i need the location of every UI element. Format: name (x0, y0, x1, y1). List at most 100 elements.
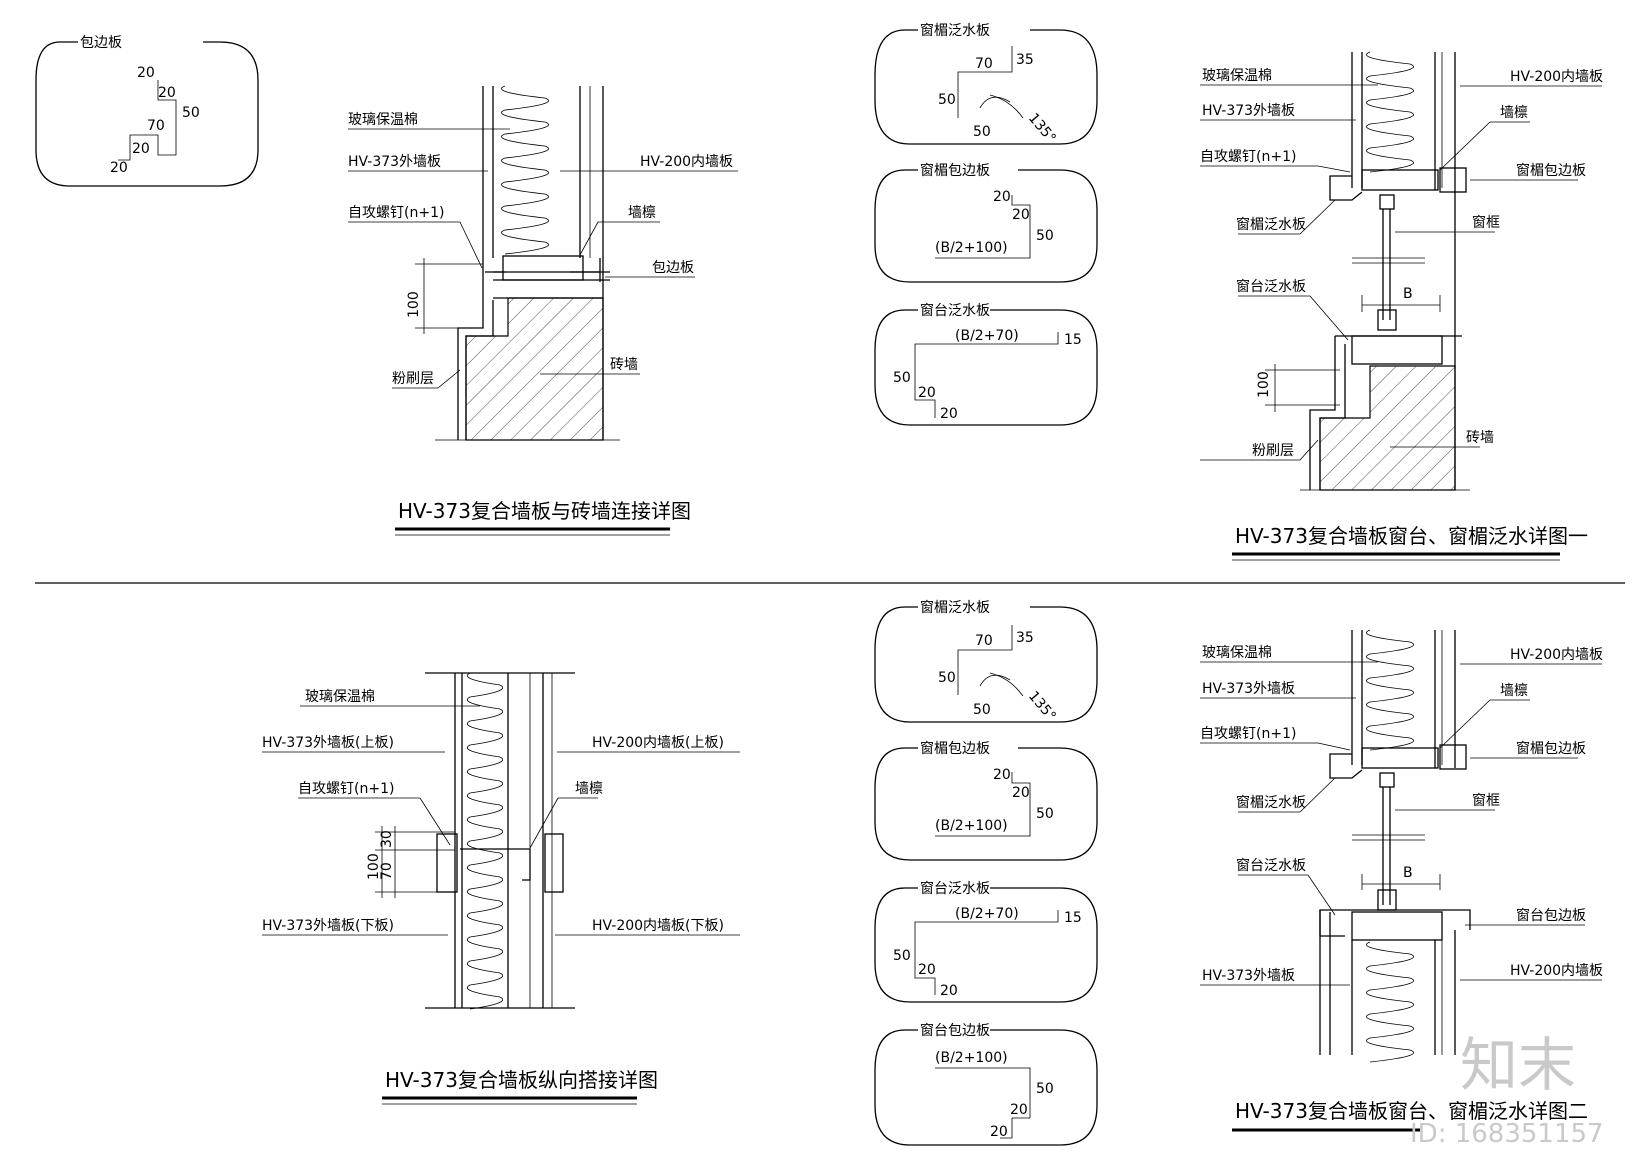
insulation-coil (466, 672, 504, 1010)
edge-trim-profile: 包边板 20 20 50 70 20 20 (35, 35, 259, 187)
d1-inner-panel-label: HV-200内墙板 (640, 154, 733, 170)
svg-text:B: B (1403, 865, 1413, 881)
d1-purlin-label: 墙檩 (628, 204, 656, 221)
svg-text:20: 20 (1010, 1102, 1028, 1118)
svg-text:HV-373外墙板: HV-373外墙板 (1202, 681, 1295, 697)
svg-text:135°: 135° (1025, 110, 1059, 146)
svg-text:35: 35 (1016, 630, 1034, 646)
svg-text:HV-373外墙板: HV-373外墙板 (1202, 968, 1295, 984)
insulation-coil (501, 85, 549, 255)
svg-text:窗台包边板: 窗台包边板 (920, 1022, 990, 1039)
svg-text:20: 20 (990, 1124, 1008, 1140)
svg-text:15: 15 (1064, 332, 1082, 348)
svg-text:20: 20 (993, 189, 1011, 205)
svg-text:20: 20 (132, 141, 150, 157)
svg-text:20: 20 (110, 160, 128, 176)
svg-text:窗楣泛水板: 窗楣泛水板 (1236, 216, 1306, 233)
svg-text:墙檩: 墙檩 (575, 780, 603, 797)
svg-text:窗台泛水板: 窗台泛水板 (1236, 278, 1306, 295)
insulation-coil (1366, 629, 1414, 751)
t2-sill-trim (874, 1029, 1098, 1146)
svg-text:135°: 135° (1025, 688, 1059, 724)
svg-text:20: 20 (1012, 785, 1030, 801)
detail4-drawing (1319, 630, 1471, 1055)
svg-text:(B/2+70): (B/2+70) (955, 906, 1019, 922)
svg-text:20: 20 (158, 85, 176, 101)
svg-text:HV-200内墙板: HV-200内墙板 (1510, 69, 1603, 85)
svg-text:20: 20 (1012, 207, 1030, 223)
svg-text:20: 20 (918, 385, 936, 401)
svg-text:50: 50 (1036, 806, 1054, 822)
svg-text:50: 50 (938, 670, 956, 686)
svg-text:(B/2+100): (B/2+100) (935, 1050, 1008, 1066)
detail1-drawing (415, 86, 620, 441)
svg-text:(B/2+100): (B/2+100) (935, 240, 1008, 256)
svg-text:窗框: 窗框 (1472, 792, 1500, 809)
svg-text:20: 20 (940, 406, 958, 422)
svg-text:玻璃保温棉: 玻璃保温棉 (305, 688, 375, 705)
svg-text:HV-200内墙板: HV-200内墙板 (1510, 647, 1603, 663)
d1-screw-label: 自攻螺钉(n+1) (348, 205, 444, 221)
svg-text:100: 100 (406, 291, 422, 318)
svg-text:窗台泛水板: 窗台泛水板 (920, 880, 990, 897)
t2-head-flash (874, 606, 1098, 723)
watermark-id: ID: 168351157 (1410, 1119, 1604, 1149)
svg-text:HV-200内墙板(下板): HV-200内墙板(下板) (592, 918, 724, 934)
t2-sill-flash (874, 887, 1098, 1003)
detail1-leaders (348, 128, 738, 389)
svg-text:50: 50 (973, 702, 991, 718)
svg-text:15: 15 (1064, 910, 1082, 926)
svg-text:B: B (1403, 286, 1413, 302)
svg-text:70: 70 (379, 862, 395, 880)
svg-text:窗楣泛水板: 窗楣泛水板 (920, 22, 990, 39)
svg-text:100: 100 (366, 853, 382, 880)
svg-text:窗楣泛水板: 窗楣泛水板 (1236, 794, 1306, 811)
svg-text:100: 100 (1256, 371, 1272, 398)
detail3-title: HV-373复合墙板纵向搭接详图 (385, 1068, 658, 1092)
svg-text:玻璃保温棉: 玻璃保温棉 (1202, 67, 1272, 84)
svg-text:(B/2+70): (B/2+70) (955, 328, 1019, 344)
detail4-leaders (1200, 661, 1602, 986)
detail2-leaders (1200, 84, 1602, 461)
svg-text:50: 50 (893, 370, 911, 386)
svg-text:50: 50 (1036, 228, 1054, 244)
svg-text:50: 50 (182, 105, 200, 121)
edge-trim-label: 包边板 (80, 35, 122, 51)
svg-text:墙檩: 墙檩 (1500, 682, 1528, 699)
svg-text:50: 50 (973, 124, 991, 140)
svg-text:窗台包边板: 窗台包边板 (1516, 907, 1586, 924)
detail2-title: HV-373复合墙板窗台、窗楣泛水详图一 (1235, 524, 1588, 548)
svg-text:50: 50 (938, 92, 956, 108)
svg-text:HV-373外墙板: HV-373外墙板 (1202, 103, 1295, 119)
svg-text:(B/2+100): (B/2+100) (935, 818, 1008, 834)
svg-text:自攻螺钉(n+1): 自攻螺钉(n+1) (1200, 726, 1296, 742)
svg-text:窗楣包边板: 窗楣包边板 (920, 740, 990, 757)
detail1-title: HV-373复合墙板与砖墙连接详图 (398, 499, 691, 523)
svg-text:20: 20 (137, 65, 155, 81)
t1-head-trim (874, 169, 1098, 283)
svg-text:自攻螺钉(n+1): 自攻螺钉(n+1) (298, 781, 394, 797)
svg-text:自攻螺钉(n+1): 自攻螺钉(n+1) (1200, 149, 1296, 165)
d1-brick-label: 砖墙 (610, 357, 638, 373)
insulation-coil (1366, 941, 1414, 1063)
d1-insulation-label: 玻璃保温棉 (348, 111, 418, 128)
svg-text:粉刷层: 粉刷层 (1252, 443, 1294, 459)
d1-outer-panel-label: HV-373外墙板 (348, 154, 441, 170)
svg-text:30: 30 (379, 830, 395, 848)
svg-text:窗楣包边板: 窗楣包边板 (1516, 162, 1586, 179)
svg-text:20: 20 (940, 983, 958, 999)
svg-text:窗楣包边板: 窗楣包边板 (920, 162, 990, 179)
svg-text:HV-200内墙板(上板): HV-200内墙板(上板) (592, 735, 724, 751)
svg-text:窗楣包边板: 窗楣包边板 (1516, 740, 1586, 757)
t2-head-trim (874, 747, 1098, 861)
d1-plaster-label: 粉刷层 (392, 371, 434, 387)
svg-text:玻璃保温棉: 玻璃保温棉 (1202, 644, 1272, 661)
svg-text:窗台泛水板: 窗台泛水板 (920, 302, 990, 319)
svg-text:20: 20 (918, 962, 936, 978)
detail3-leaders (262, 705, 740, 936)
detail4-title: HV-373复合墙板窗台、窗楣泛水详图二 (1235, 1099, 1588, 1123)
svg-text:HV-373外墙板(下板): HV-373外墙板(下板) (262, 918, 394, 934)
svg-text:HV-373外墙板(上板): HV-373外墙板(上板) (262, 735, 394, 751)
insulation-coil (1366, 51, 1414, 173)
